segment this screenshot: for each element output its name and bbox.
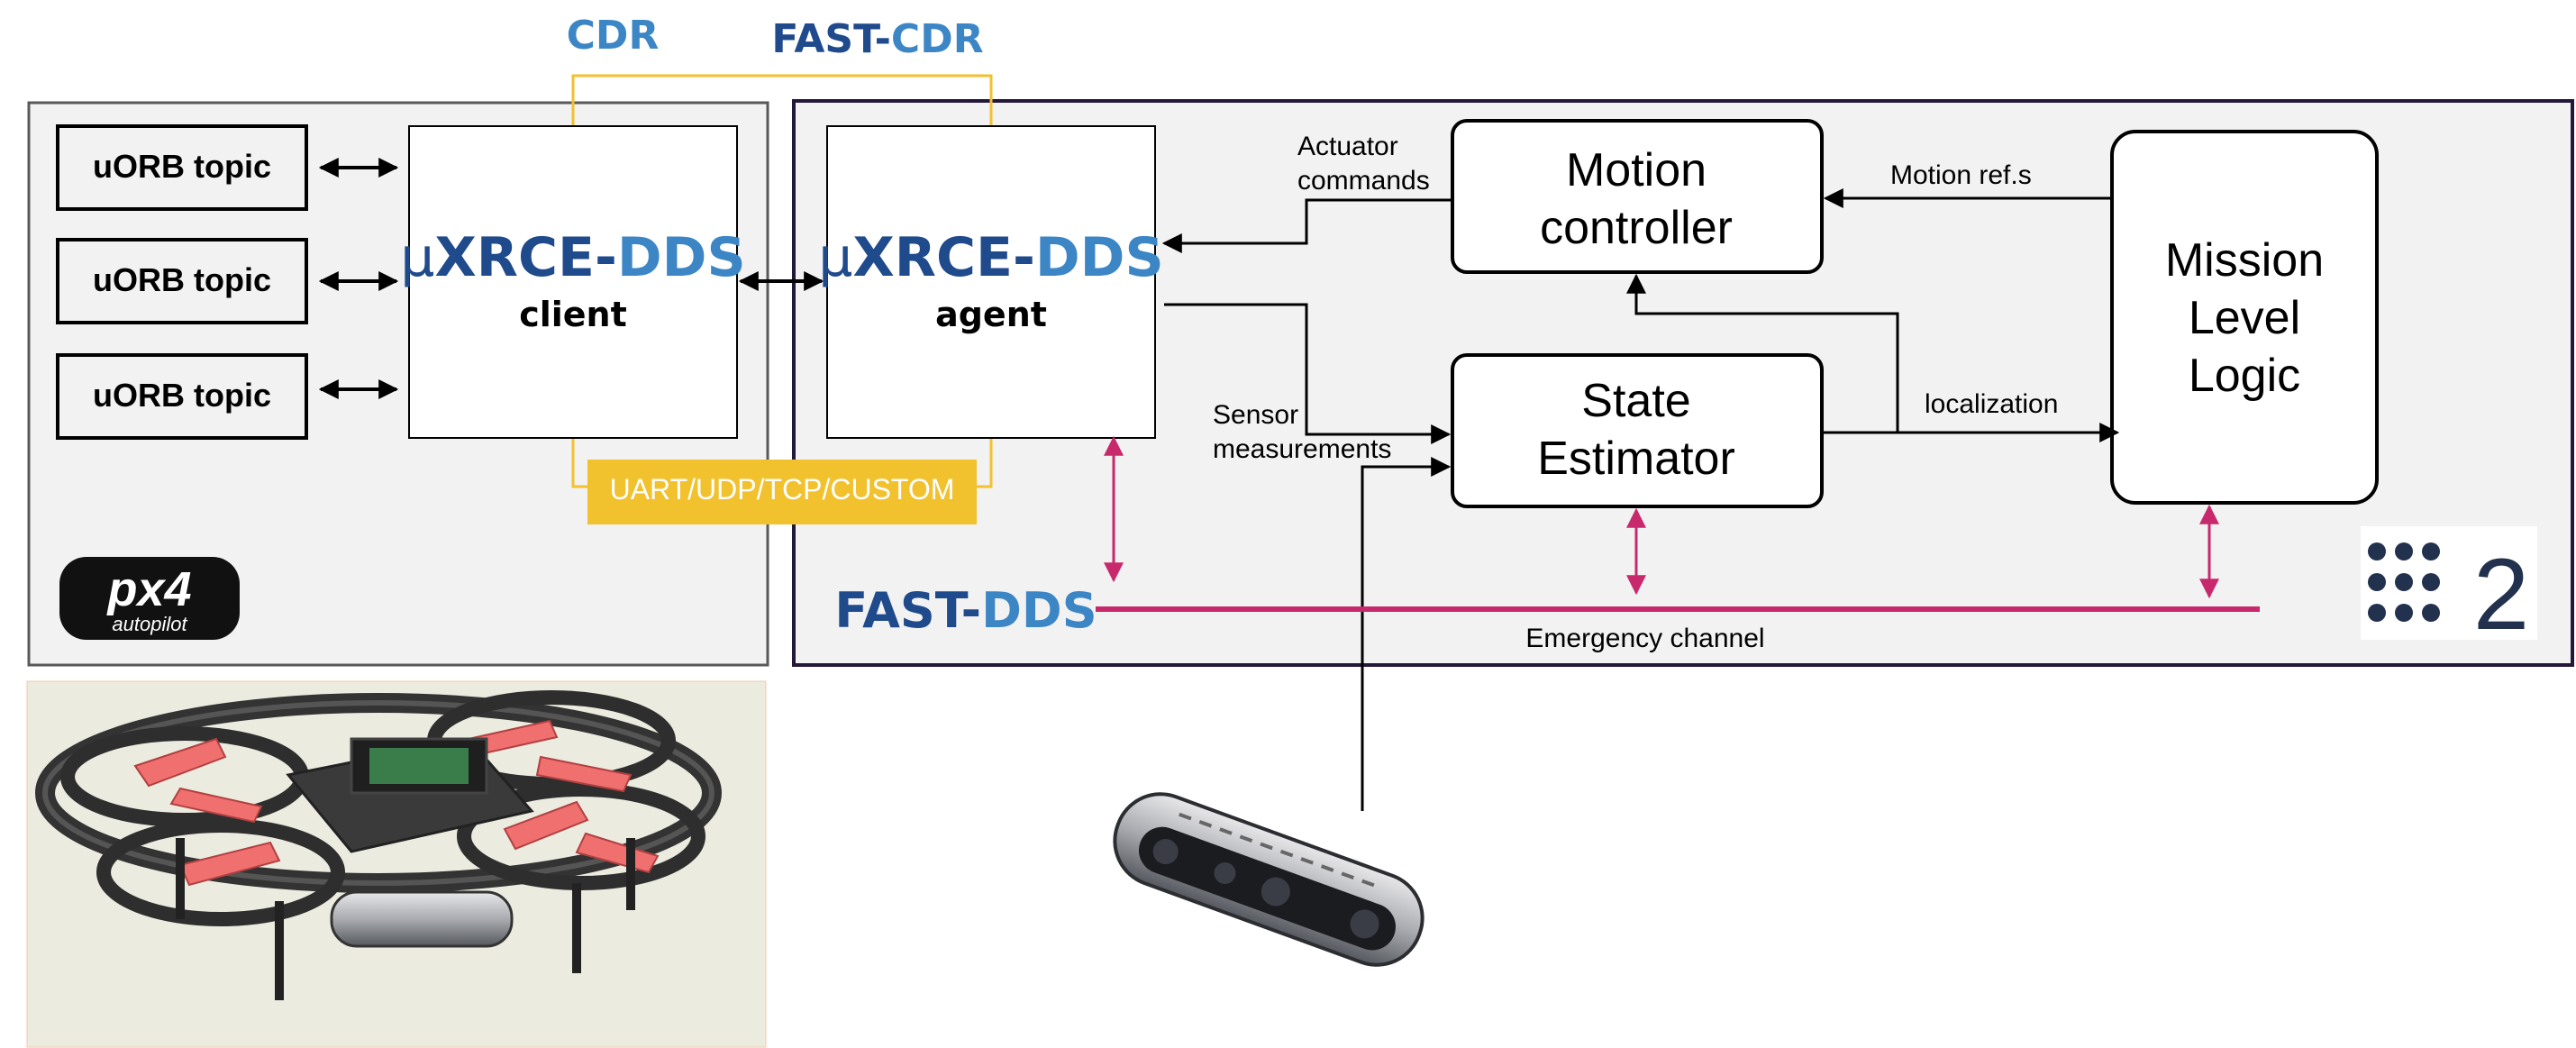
xrce-client-box: μXRCE-DDS client (400, 125, 746, 439)
svg-text:Logic: Logic (2189, 350, 2300, 402)
svg-text:Level: Level (2189, 292, 2300, 344)
svg-text:Estimator: Estimator (1537, 433, 1735, 485)
sensor-label: Sensor (1213, 400, 1298, 430)
svg-text:State: State (1581, 375, 1690, 427)
svg-text:uORB topic: uORB topic (93, 261, 271, 298)
svg-text:μXRCE-DDS: μXRCE-DDS (818, 226, 1163, 289)
uorb-topic-2: uORB topic (56, 238, 308, 324)
svg-text:controller: controller (1540, 202, 1733, 254)
svg-text:autopilot: autopilot (112, 613, 187, 635)
xrce-agent-box: μXRCE-DDS agent (818, 125, 1164, 439)
cdr-connector (571, 74, 993, 126)
sensor-label-2: measurements (1213, 434, 1391, 464)
mission-level-logic-box: Mission Level Logic (2110, 130, 2379, 505)
motion-controller-box: Motion controller (1451, 119, 1824, 274)
localization-label: localization (1925, 389, 2058, 419)
svg-text:uORB topic: uORB topic (93, 377, 271, 414)
px4-logo: px4 autopilot (59, 557, 240, 640)
uorb-topic-1: uORB topic (56, 124, 308, 211)
motion-ref-label: Motion ref.s (1890, 160, 2032, 190)
svg-text:client: client (519, 295, 627, 334)
fast-cdr-label: FAST-CDR (771, 16, 983, 62)
uorb-topic-3: uORB topic (56, 353, 308, 440)
emergency-label: Emergency channel (1525, 624, 1764, 653)
ros2-logo: 2 (2361, 526, 2537, 651)
state-estimator-box: State Estimator (1451, 353, 1824, 508)
svg-text:uORB topic: uORB topic (93, 148, 271, 185)
drone-image (26, 680, 767, 1048)
actuator-label-2: commands (1297, 166, 1430, 196)
cdr-label: CDR (567, 13, 660, 59)
actuator-commands-arrow (1161, 198, 1452, 253)
fast-dds-label: FAST-DDS (834, 582, 1097, 639)
actuator-label: Actuator (1297, 132, 1398, 161)
localization-feedback-arrow (1626, 273, 1899, 433)
svg-text:Motion: Motion (1566, 144, 1707, 196)
transport-badge: UART/UDP/TCP/CUSTOM (587, 460, 977, 524)
svg-text:Mission: Mission (2165, 234, 2324, 287)
camera-input-arrow (1361, 457, 1452, 811)
depth-camera-image (1113, 792, 1425, 967)
sensor-measurements-arrow (1164, 303, 1452, 444)
svg-text:px4: px4 (105, 562, 191, 616)
svg-text:2: 2 (2473, 538, 2529, 651)
svg-text:agent: agent (935, 295, 1047, 334)
svg-text:μXRCE-DDS: μXRCE-DDS (400, 226, 745, 289)
svg-text:UART/UDP/TCP/CUSTOM: UART/UDP/TCP/CUSTOM (610, 473, 955, 506)
